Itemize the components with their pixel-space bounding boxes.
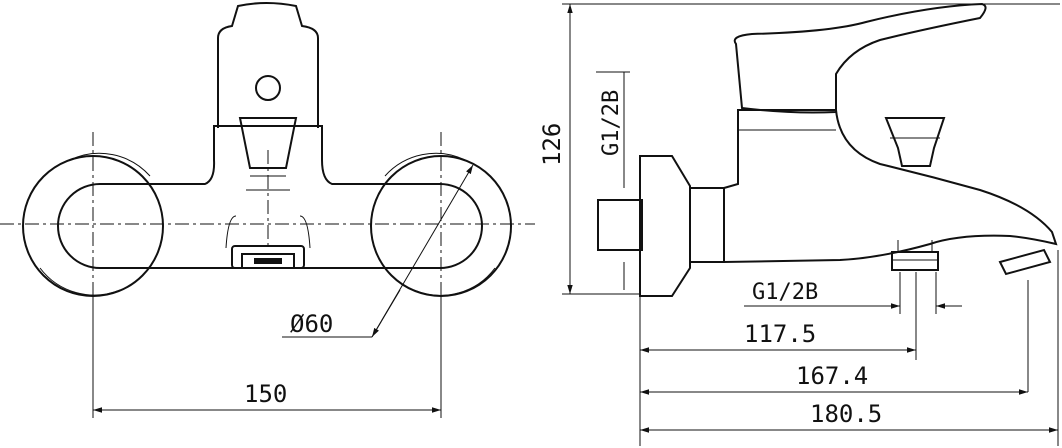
spout-distance-label: 167.4 xyxy=(796,362,868,390)
width-dimension: 150 xyxy=(92,296,442,418)
right-wall-flange xyxy=(370,152,512,297)
height-dimension: 126 xyxy=(538,3,1060,295)
side-shower-outlet xyxy=(891,240,939,271)
side-inlet-connector xyxy=(597,155,725,297)
outlet-thread-dimension: G1/2B xyxy=(744,272,962,314)
inlet-thread-label: G1/2B xyxy=(599,90,624,156)
height-label: 126 xyxy=(538,123,566,166)
left-wall-flange xyxy=(22,152,164,297)
front-view: Ø60 150 xyxy=(0,2,535,418)
outlet-distance-label: 117.5 xyxy=(744,320,816,348)
mixer-body xyxy=(57,125,483,269)
outlet-thread-label: G1/2B xyxy=(752,280,818,305)
side-lever-handle xyxy=(733,2,987,114)
outlet-distance-dimension: 117.5 xyxy=(640,272,917,360)
side-body xyxy=(723,109,1058,264)
front-outlet xyxy=(225,215,311,269)
width-label: 150 xyxy=(244,380,287,408)
total-depth-dimension: 180.5 xyxy=(640,250,1059,446)
side-diverter-knob xyxy=(884,117,946,167)
diameter-label: Ø60 xyxy=(290,310,333,338)
inlet-thread-dimension: G1/2B xyxy=(596,71,630,290)
diameter-dimension: Ø60 xyxy=(282,164,474,338)
side-spout-tip xyxy=(998,248,1052,392)
total-depth-label: 180.5 xyxy=(810,400,882,428)
front-diverter-knob xyxy=(238,117,298,191)
spout-distance-dimension: 167.4 xyxy=(640,362,1028,395)
front-lever-handle xyxy=(217,2,319,128)
side-view: 126 G1/2B xyxy=(538,2,1060,446)
